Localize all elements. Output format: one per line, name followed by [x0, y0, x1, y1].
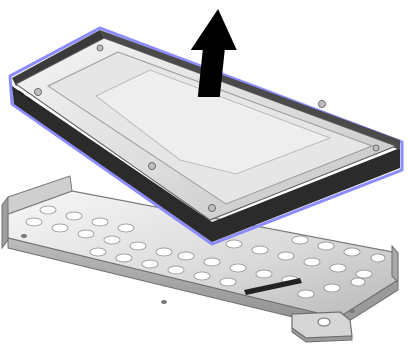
drive-removal-illustration	[0, 0, 408, 356]
